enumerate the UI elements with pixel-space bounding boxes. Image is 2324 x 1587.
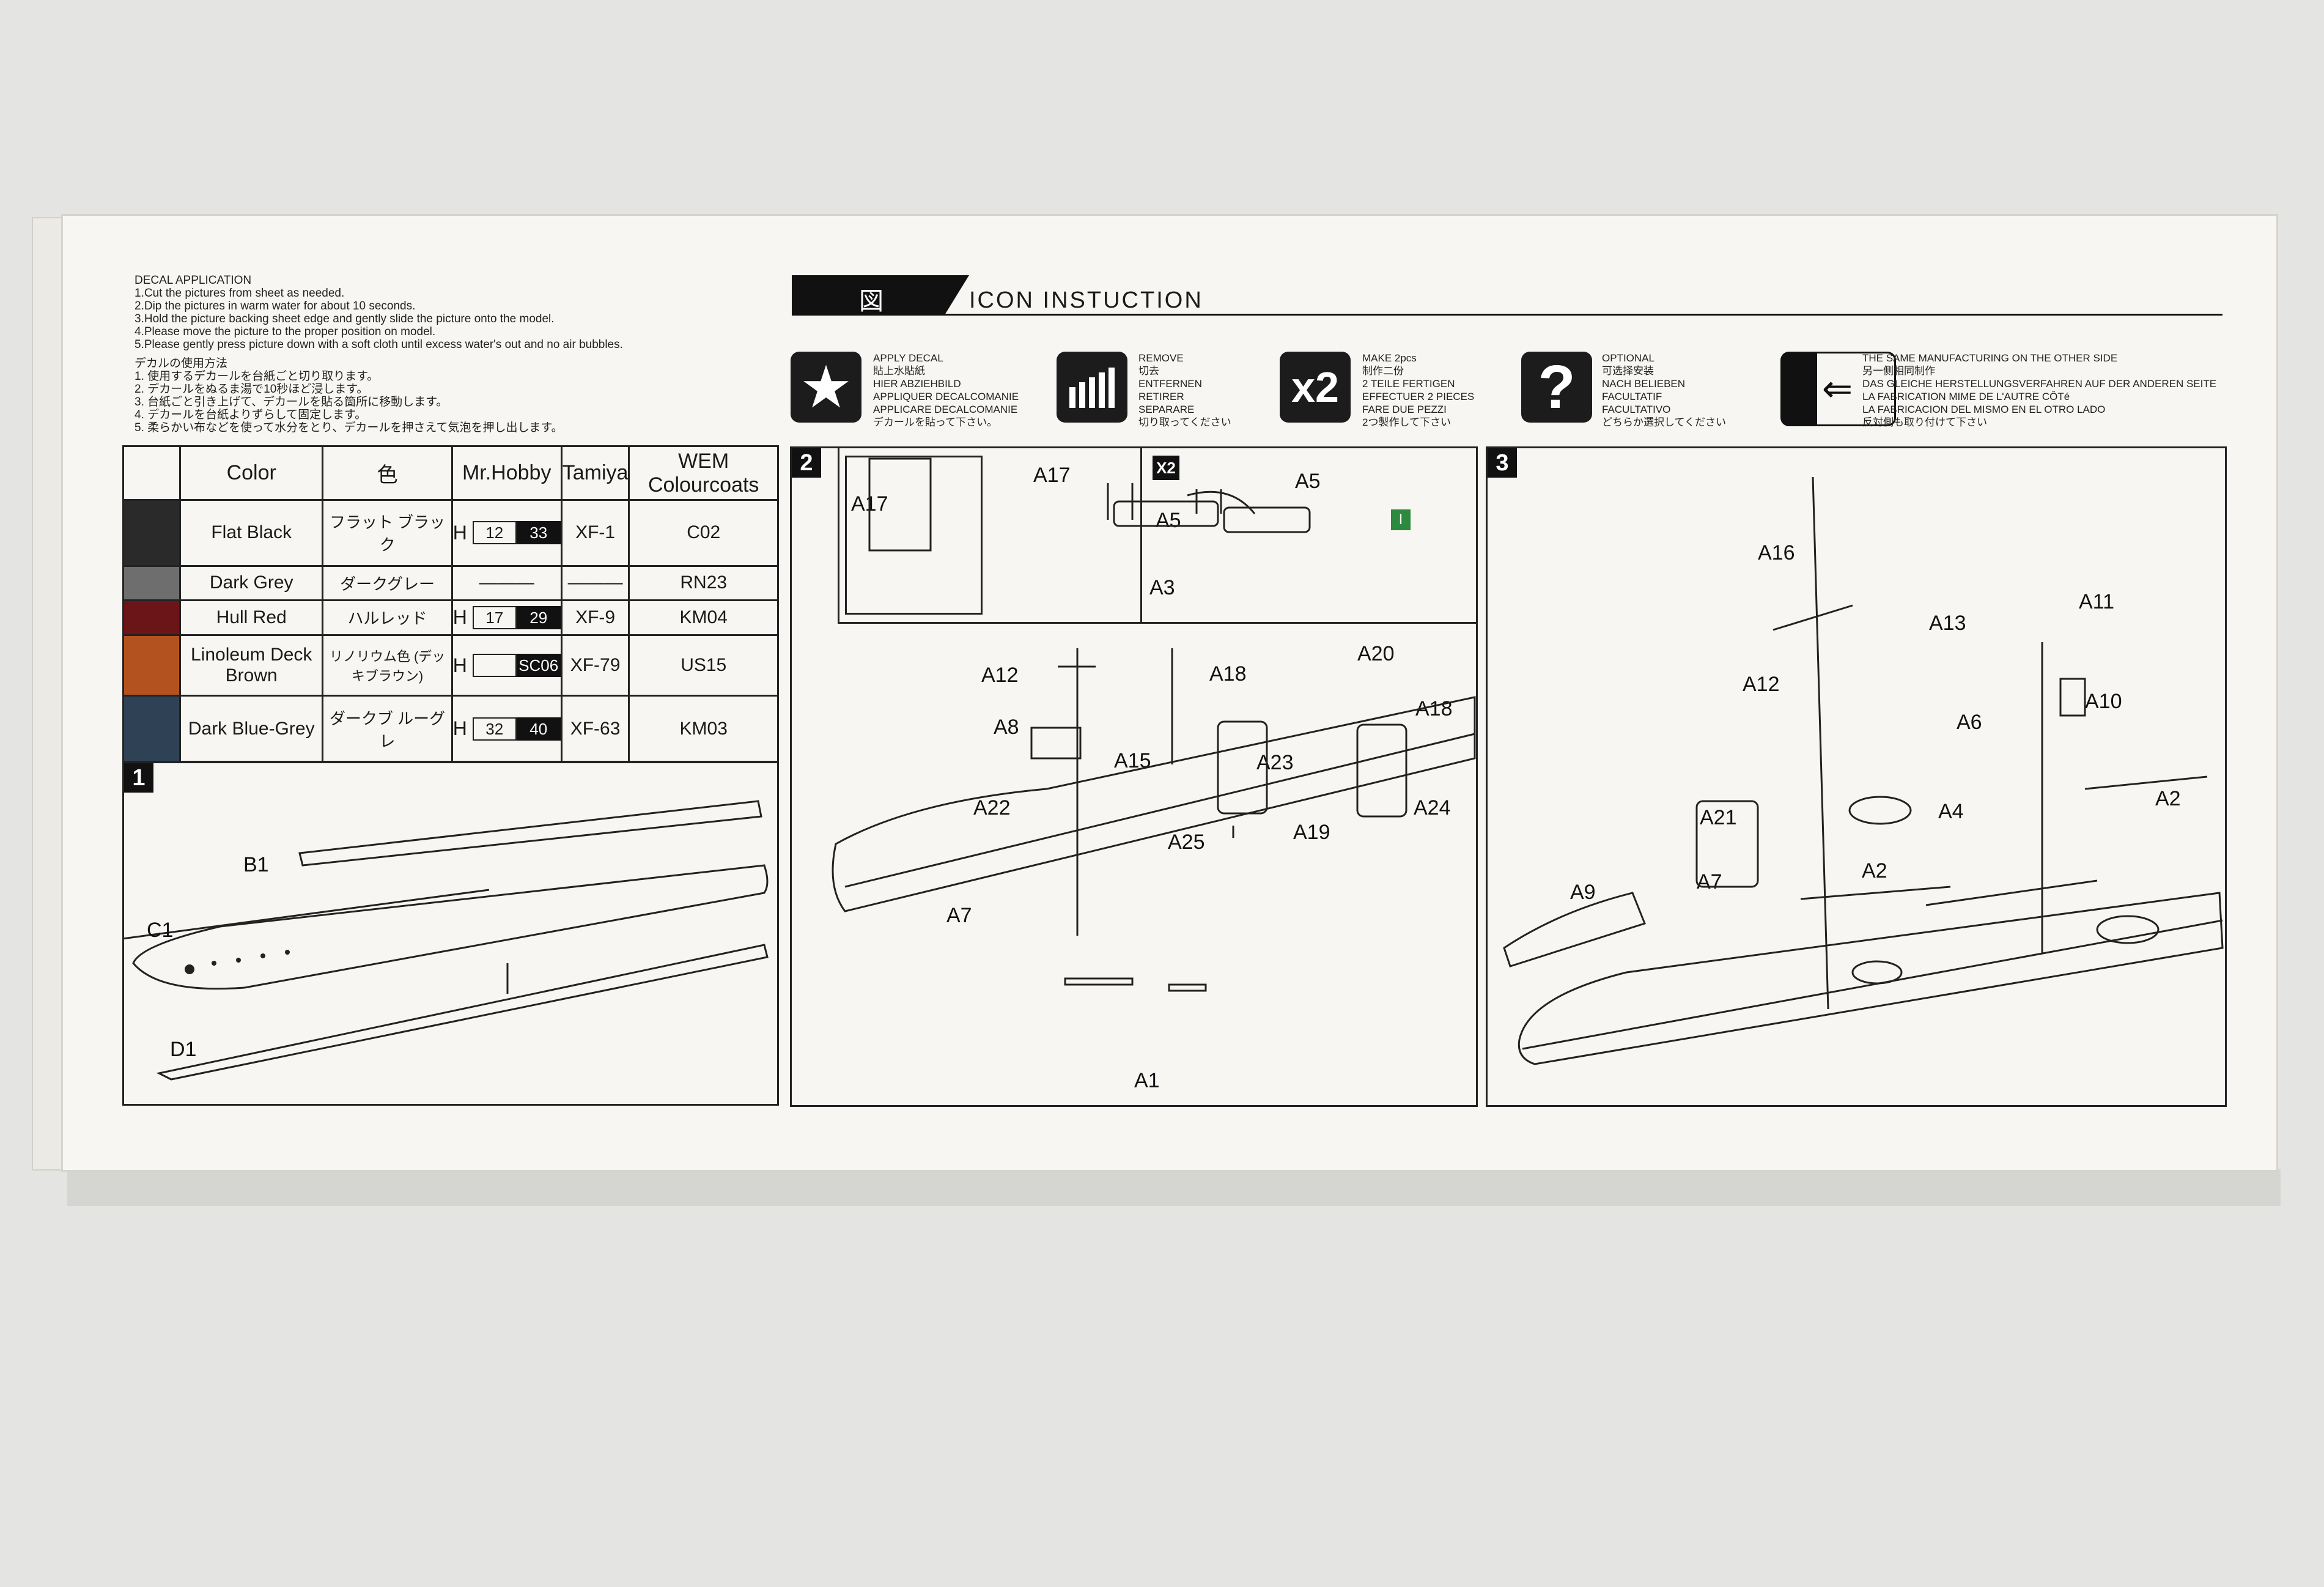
part-label: A25 bbox=[1168, 830, 1205, 854]
step-2-diagram bbox=[832, 457, 1476, 992]
color-swatch bbox=[122, 634, 181, 697]
decal-jp-line: 4. デカールを台紙よりずらして固定します。 bbox=[135, 409, 367, 421]
color-swatch bbox=[122, 564, 181, 601]
part-label: A16 bbox=[1758, 541, 1795, 564]
box-shadow bbox=[67, 1169, 2281, 1206]
color-swatch bbox=[122, 499, 181, 567]
header-tamiya: Tamiya bbox=[560, 445, 630, 501]
icon-header-tab: 図 bbox=[792, 275, 945, 315]
option-badge: I bbox=[1391, 509, 1411, 530]
remove-icon bbox=[1057, 352, 1127, 423]
header-rule bbox=[792, 314, 2223, 316]
part-label: A19 bbox=[1293, 821, 1330, 844]
part-label: A24 bbox=[1414, 796, 1451, 819]
header-jp: 色 bbox=[322, 445, 453, 501]
color-swatch bbox=[122, 599, 181, 636]
divider bbox=[1140, 446, 1142, 624]
part-label: A13 bbox=[1929, 612, 1966, 635]
part-label: A2 bbox=[2155, 787, 2181, 810]
part-label: A6 bbox=[1957, 711, 1982, 734]
color-table: Color 色 Mr.Hobby Tamiya WEM Colourcoats … bbox=[122, 445, 779, 763]
decal-line: 2.Dip the pictures in warm water for abo… bbox=[135, 300, 416, 313]
part-label: A10 bbox=[2085, 690, 2122, 713]
table-row: Dark Grey ダークグレー ——— ——— RN23 bbox=[122, 564, 779, 601]
step-number: 1 bbox=[124, 763, 153, 793]
part-label: A22 bbox=[973, 796, 1011, 819]
part-label: A11 bbox=[2079, 590, 2114, 613]
header-tab-corner bbox=[945, 275, 969, 315]
x2-badge: X2 bbox=[1153, 456, 1179, 480]
step-3-diagram bbox=[1503, 476, 2224, 1065]
question-icon: ? bbox=[1521, 352, 1592, 423]
header-color: Color bbox=[179, 445, 324, 501]
icon-legend-other-side: THE SAME MANUFACTURING ON THE OTHER SIDE… bbox=[1862, 352, 2217, 428]
step-3-panel bbox=[1486, 446, 2227, 1107]
star-icon: ★ bbox=[791, 352, 861, 423]
decal-line: 3.Hold the picture backing sheet edge an… bbox=[135, 313, 555, 325]
decal-line: 4.Please move the picture to the proper … bbox=[135, 325, 436, 338]
header-glyph: 図 bbox=[859, 288, 883, 315]
part-label: D1 bbox=[170, 1038, 197, 1061]
step-1-diagram bbox=[122, 800, 769, 1081]
other-side-icon: ⇐ bbox=[1780, 352, 1896, 426]
decal-jp-line: 3. 台紙ごと引き上げて、デカールを貼る箇所に移動します。 bbox=[135, 396, 448, 409]
decal-line: 1.Cut the pictures from sheet as needed. bbox=[135, 287, 345, 300]
part-label: A18 bbox=[1209, 662, 1247, 686]
part-label: A9 bbox=[1570, 881, 1596, 904]
table-row: Linoleum Deck Brown リノリウム色 (デッキブラウン) H S… bbox=[122, 634, 779, 697]
decal-jp-line: 5. 柔らかい布などを使って水分をとり、デカールを押さえて気泡を押し出します。 bbox=[135, 421, 563, 434]
part-label: A12 bbox=[1743, 673, 1780, 696]
part-label: A1 bbox=[1134, 1069, 1160, 1092]
part-label: A8 bbox=[994, 716, 1019, 739]
part-label: A12 bbox=[981, 664, 1019, 687]
step-2-subpanel bbox=[838, 446, 1478, 624]
x2-icon: x2 bbox=[1280, 352, 1351, 423]
part-label: C1 bbox=[147, 919, 174, 942]
part-label: A3 bbox=[1149, 576, 1175, 599]
decal-title: DECAL APPLICATION bbox=[135, 274, 252, 287]
header-wem: WEM Colourcoats bbox=[628, 445, 779, 501]
decal-line: 5.Please gently press picture down with … bbox=[135, 338, 623, 351]
part-label: A23 bbox=[1256, 751, 1294, 774]
step-2-subdetail bbox=[845, 456, 983, 615]
step-number: 3 bbox=[1488, 448, 1517, 478]
part-label: A17 bbox=[1033, 464, 1071, 487]
part-label: A7 bbox=[946, 904, 972, 927]
icon-header-title: ICON INSTUCTION bbox=[969, 287, 1203, 313]
decal-jp-title: デカルの使用方法 bbox=[135, 357, 228, 370]
part-label: A5 bbox=[1295, 470, 1321, 493]
color-table-header: Color 色 Mr.Hobby Tamiya WEM Colourcoats bbox=[122, 445, 779, 501]
color-swatch bbox=[122, 695, 181, 763]
decal-jp-line: 2. デカールをぬるま湯で10秒ほど浸します。 bbox=[135, 383, 369, 396]
part-label: A7 bbox=[1697, 870, 1722, 893]
part-label: B1 bbox=[243, 853, 269, 876]
part-label: A21 bbox=[1700, 806, 1737, 829]
part-label: A4 bbox=[1938, 800, 1964, 823]
part-label: A2 bbox=[1862, 859, 1887, 882]
step-1-panel bbox=[122, 761, 779, 1106]
part-label: A5 bbox=[1156, 509, 1181, 532]
decal-jp-line: 1. 使用するデカールを台紙ごと切り取ります。 bbox=[135, 370, 379, 383]
decal-instructions: DECAL APPLICATION 1.Cut the pictures fro… bbox=[135, 274, 623, 434]
header-mrhobby: Mr.Hobby bbox=[451, 445, 563, 501]
part-label: A20 bbox=[1357, 642, 1395, 665]
step-number: 2 bbox=[792, 448, 821, 478]
